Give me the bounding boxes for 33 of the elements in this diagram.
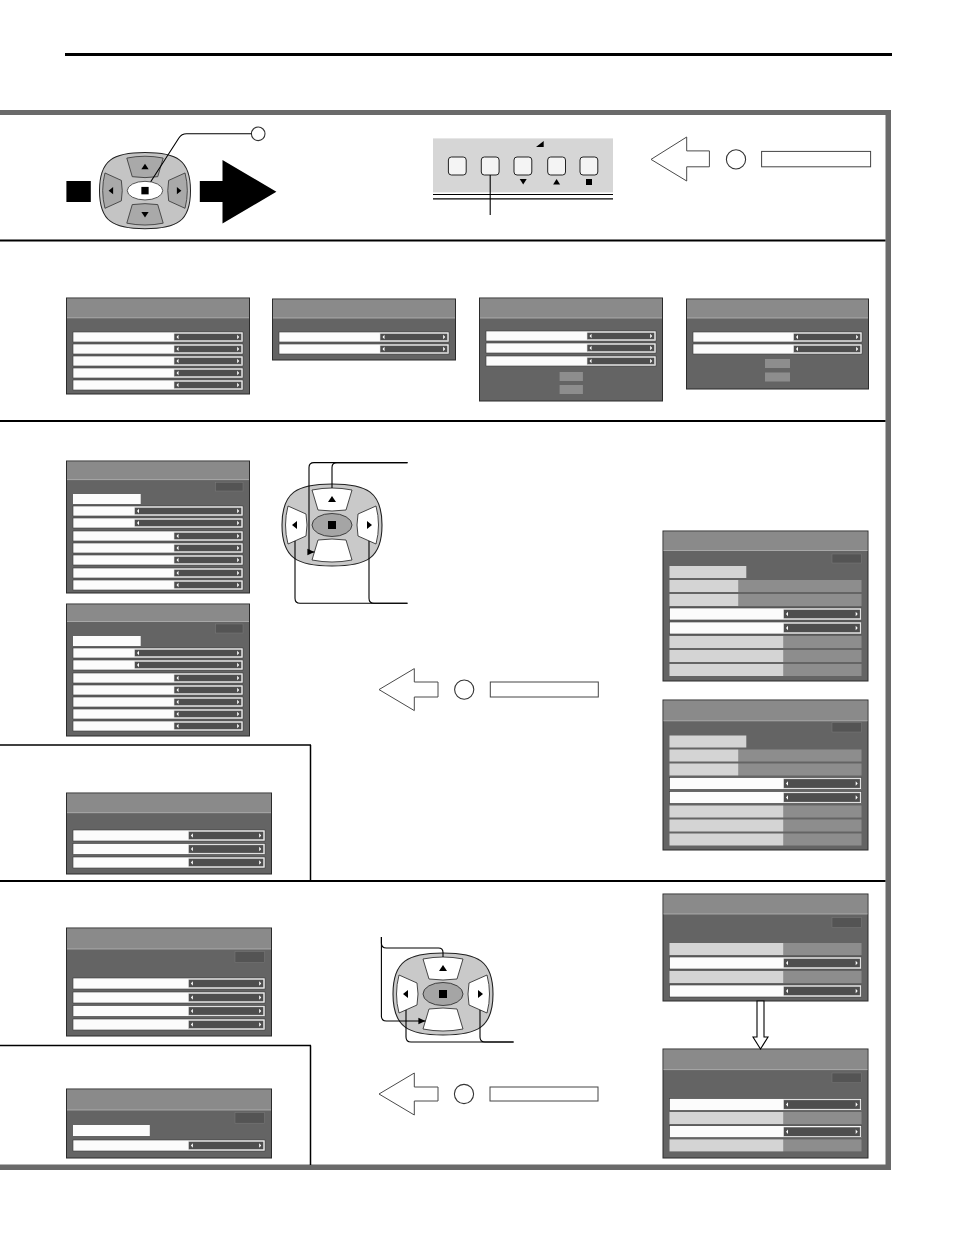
menu-screen-drawing — [686, 298, 869, 390]
panel-button — [579, 156, 599, 176]
panel-button — [513, 156, 533, 176]
menu-screen-drawing — [662, 699, 869, 851]
menu-screen-drawing — [662, 530, 869, 682]
down-button — [311, 538, 353, 563]
panel-button — [447, 156, 467, 176]
menu-screen-drawing — [66, 603, 250, 737]
menu-screen-drawing — [66, 927, 272, 1037]
menu-screen-drawing — [66, 460, 250, 594]
right-button — [467, 974, 490, 1014]
up-button — [311, 487, 353, 512]
callout-circle-icon — [250, 126, 266, 142]
menu-screen-drawing — [662, 1048, 869, 1159]
leader-line — [489, 174, 491, 216]
panel-button — [480, 156, 500, 176]
leader-line — [307, 462, 409, 556]
menu-screen-drawing — [662, 893, 869, 1002]
leader-line — [380, 936, 426, 1025]
menu-screen-drawing — [479, 297, 663, 402]
arrow — [752, 1000, 769, 1051]
up-button — [422, 956, 464, 981]
left-button — [285, 505, 308, 545]
down-button — [422, 1007, 464, 1032]
menu-screen-drawing — [66, 1088, 272, 1159]
menu-screen-drawing — [66, 297, 250, 395]
panel-button — [547, 156, 566, 176]
right-button — [356, 505, 379, 545]
menu-screen-drawing — [272, 298, 456, 361]
enter-button — [126, 180, 164, 201]
left-button — [396, 974, 419, 1014]
menu-screen-drawing — [66, 792, 272, 875]
leader-line — [150, 133, 252, 183]
